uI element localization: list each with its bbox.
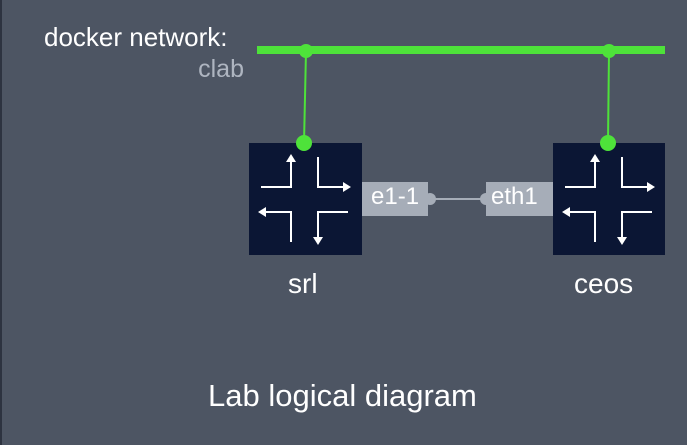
diagram-caption: Lab logical diagram (208, 378, 477, 413)
srl-router-icon (258, 154, 351, 245)
ceos-interface-label: eth1 (491, 183, 538, 210)
srl-node[interactable] (249, 143, 362, 255)
ceos-interface-end (480, 193, 492, 205)
network-name: clab (198, 55, 244, 83)
srl-mgmt-dot (296, 135, 312, 151)
srl-interface-label: e1-1 (371, 183, 420, 210)
srl-bus-dot (299, 44, 313, 58)
network-bus (257, 46, 665, 54)
srl-mgmt-link (303, 50, 307, 144)
ceos-node-label: ceos (574, 268, 634, 299)
srl-interface-end (424, 193, 436, 205)
ceos-interface-tag (486, 182, 553, 216)
ceos-mgmt-link (607, 50, 610, 144)
ceos-node[interactable] (553, 143, 665, 255)
ceos-mgmt-dot (600, 135, 616, 151)
network-title: docker network: (44, 22, 228, 52)
ceos-bus-dot (602, 44, 616, 58)
srl-node-label: srl (288, 268, 318, 299)
ceos-router-icon (562, 154, 655, 245)
srl-interface-tag (362, 182, 428, 216)
